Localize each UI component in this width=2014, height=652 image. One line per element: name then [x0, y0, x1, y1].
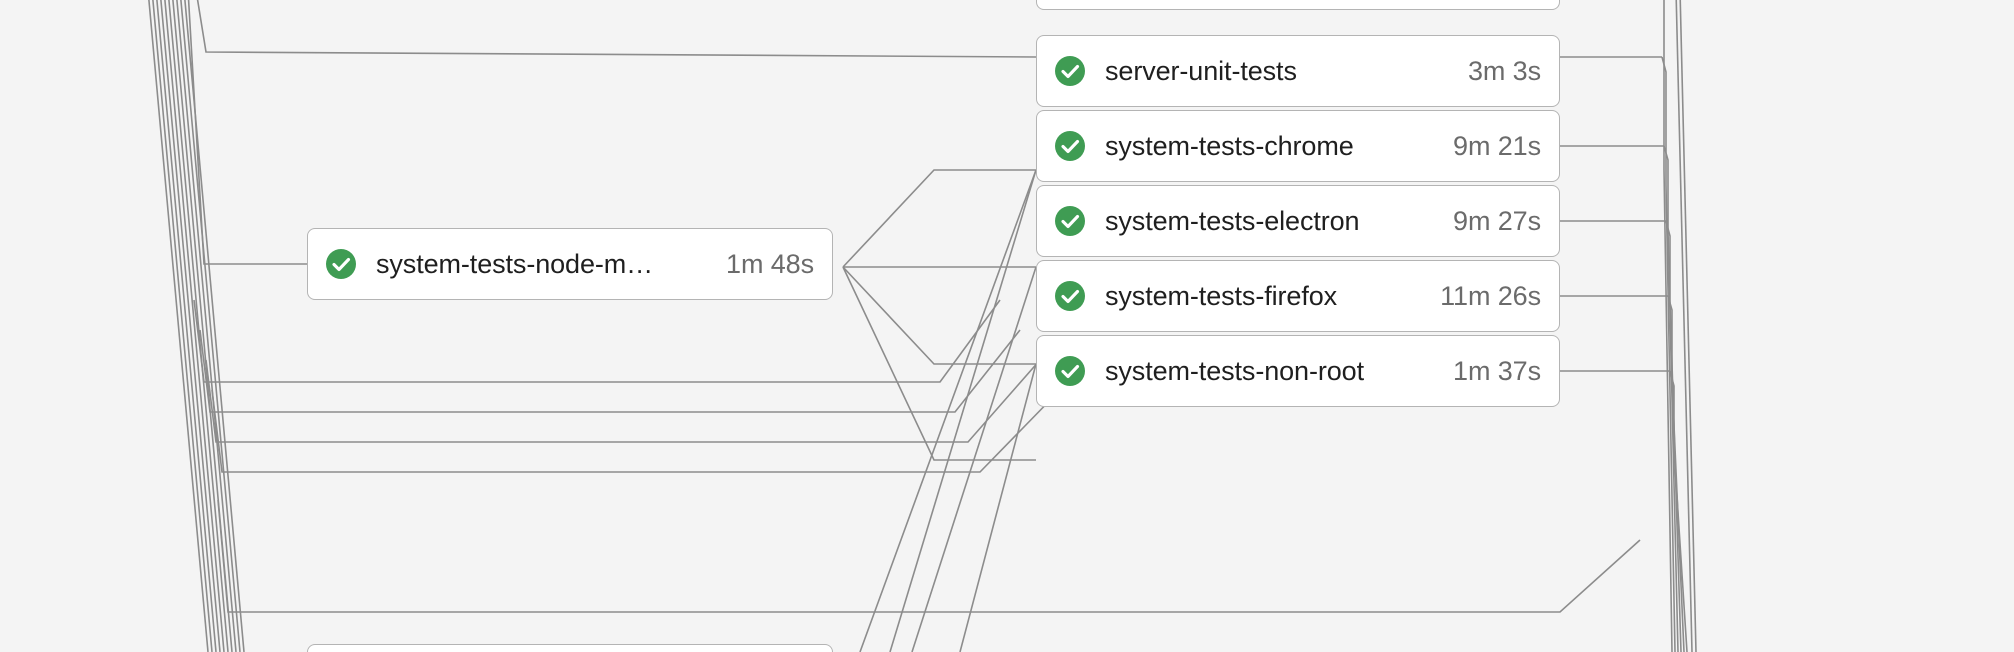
pipeline-node-label: system-tests-non-root	[1105, 355, 1364, 386]
left-edge-lower-4	[211, 389, 1061, 473]
pipeline-node-duration: 11m 26s	[1440, 280, 1541, 311]
pipeline-node-system-tests-electron[interactable]: system-tests-electron 9m 27s	[1036, 185, 1560, 257]
pipeline-node-duration: 1m 37s	[1453, 355, 1541, 386]
pipeline-node-duration: 3m 3s	[1467, 55, 1541, 86]
center-fan-edges	[842, 169, 1036, 461]
check-circle-icon	[326, 249, 356, 279]
check-circle-icon	[1055, 356, 1085, 386]
pipeline-node-system-tests-non-root[interactable]: system-tests-non-root 1m 37s	[1036, 335, 1560, 407]
pipeline-node-duration: 1m 48s	[726, 248, 814, 279]
check-circle-icon	[1055, 56, 1085, 86]
check-circle-icon	[1055, 281, 1085, 311]
right-node-stubs	[1560, 56, 1670, 372]
lower-diagonal-edges	[859, 169, 1037, 652]
pipeline-node-label: system-tests-electron	[1105, 205, 1360, 236]
pipeline-node-system-tests-chrome[interactable]: system-tests-chrome 9m 21s	[1036, 110, 1560, 182]
check-circle-icon	[1055, 206, 1085, 236]
pipeline-node-partial-bottom[interactable]	[307, 644, 833, 652]
left-edge-lower-2	[199, 329, 1021, 413]
left-edge-bundle	[148, 0, 245, 652]
edge-node-modules-to-non-root	[842, 266, 1036, 461]
edge-node-modules-to-chrome	[842, 169, 1036, 268]
pipeline-node-system-tests-node-modules[interactable]: system-tests-node-m… 1m 48s	[307, 228, 833, 300]
pipeline-node-duration: 9m 21s	[1453, 130, 1541, 161]
pipeline-node-partial-top[interactable]	[1036, 0, 1560, 10]
left-edge-lower-5	[217, 499, 1641, 613]
pipeline-node-system-tests-firefox[interactable]: system-tests-firefox 11m 26s	[1036, 260, 1560, 332]
left-edge-to-node-modules	[187, 0, 307, 265]
pipeline-node-server-unit-tests[interactable]: server-unit-tests 3m 3s	[1036, 35, 1560, 107]
left-edge-lower-3	[205, 359, 1041, 443]
right-edge-bundle	[1661, 0, 1697, 652]
pipeline-node-duration: 9m 27s	[1453, 205, 1541, 236]
left-edge-to-server-unit-tests	[196, 0, 1037, 58]
check-circle-icon	[1055, 131, 1085, 161]
pipeline-node-label: system-tests-node-m…	[376, 248, 654, 279]
left-edge-lower-1	[193, 299, 1001, 383]
pipeline-node-label: system-tests-chrome	[1105, 130, 1354, 161]
pipeline-node-label: server-unit-tests	[1105, 55, 1297, 86]
edge-node-modules-to-firefox	[842, 266, 1036, 365]
pipeline-node-label: system-tests-firefox	[1105, 280, 1338, 311]
